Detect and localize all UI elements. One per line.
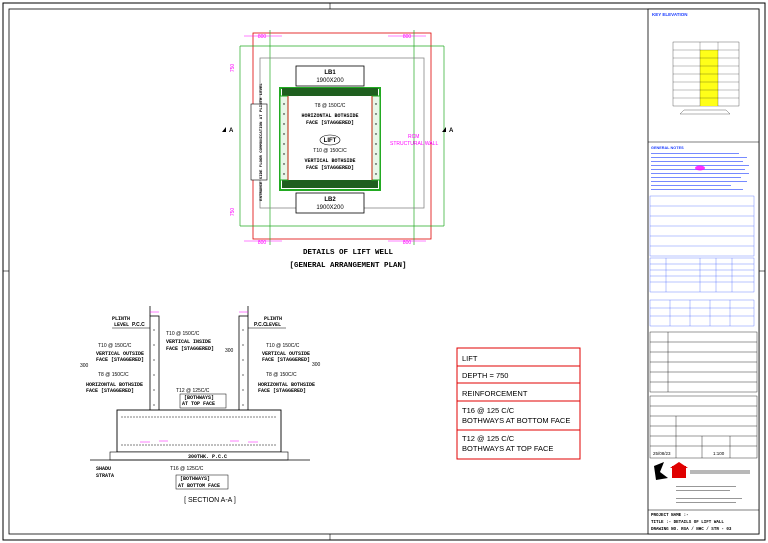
dim-300-left: 300 — [80, 363, 89, 369]
pcc-left: P.C.C — [132, 322, 145, 328]
company-logo — [654, 462, 750, 480]
dim-top-left: 800 — [258, 34, 267, 40]
legend-row-top: T12 @ 125 C/C BOTHWAYS AT TOP FACE — [462, 434, 553, 453]
steel-table — [649, 195, 755, 257]
t10-inside: T10 @ 150C/C — [166, 331, 200, 337]
revision-table — [649, 331, 758, 393]
dim-bottom-left: 800 — [258, 240, 267, 246]
drawing-number-line: DRAWING NO. RSA / NHC / STR - 03 — [651, 527, 732, 532]
bw-bottom-1: [BOTHWAYS] — [180, 476, 210, 482]
pcc-right: P.C.C — [254, 322, 267, 328]
legend-row-lift: LIFT — [462, 354, 478, 363]
vi-2: FACE [STAGGERED] — [166, 346, 214, 352]
legend-row-depth: DEPTH = 750 — [462, 371, 508, 380]
section-raft — [116, 409, 282, 453]
hb-left-1: HORIZONTAL BOTHSIDE — [86, 382, 143, 388]
section-view: PLINTH LEVEL PLINTH LEVEL P.C.C P.C.C T1… — [80, 306, 321, 504]
lb1-size: 1900X200 — [316, 78, 344, 84]
dim-side-top: 750 — [230, 64, 236, 73]
dim-top-right: 800 — [403, 34, 412, 40]
bw-top-2: AT TOP FACE — [182, 401, 215, 407]
title-line: TITLE :- DETAILS OF LIFT WALL — [651, 521, 724, 525]
plan-grid-lines — [239, 30, 445, 245]
legend-row-top-line2: BOTHWAYS AT TOP FACE — [462, 444, 553, 453]
plan-note-vertical-2: FACE [STAGGERED] — [306, 165, 354, 171]
wall-note-2: STRUCTURAL WALL — [390, 141, 438, 147]
vo-left-1: VERTICAL OUTSIDE — [96, 351, 144, 357]
bw-top-1: [BOTHWAYS] — [184, 395, 214, 401]
plan-title-line2: [GENERAL ARRANGEMENT PLAN] — [289, 262, 406, 270]
lb2-name: LB2 — [324, 197, 336, 203]
address-lines — [676, 486, 742, 503]
legend-table: LIFT DEPTH = 750 REINFORCEMENT T16 @ 125… — [456, 347, 581, 460]
strata-2: STRATA — [96, 473, 114, 479]
section-mark-left: A — [229, 128, 234, 134]
plan-title-line1: DETAILS OF LIFT WELL — [303, 249, 394, 257]
date-value: 25/08/23 — [653, 451, 671, 456]
plan-right-wall — [371, 95, 381, 181]
dim-side-bottom: 750 — [230, 208, 236, 217]
hb-right-1: HORIZONTAL BOTHSIDE — [258, 382, 315, 388]
t10-right: T10 @ 150C/C — [266, 343, 300, 349]
t8-left: T8 @ 150C/C — [98, 372, 129, 378]
lb1-name: LB1 — [324, 70, 336, 76]
strata-1: SHADU — [96, 466, 111, 472]
vo-left-2: FACE [STAGGERED] — [96, 357, 144, 363]
bw-bottom-2: AT BOTTOM FACE — [178, 483, 220, 489]
hb-left-2: FACE [STAGGERED] — [86, 388, 134, 394]
t10-left: T10 @ 150C/C — [98, 343, 132, 349]
plan-left-wall — [279, 95, 289, 181]
plinth-right-2: LEVEL — [266, 322, 281, 328]
border-ticks — [3, 3, 765, 540]
cover-table — [649, 299, 755, 327]
plan-note-horizontal-2: FACE [STAGGERED] — [306, 120, 354, 126]
t12-top: T12 @ 125C/C — [176, 388, 210, 394]
plan-lift-label: LIFT — [324, 138, 337, 144]
info-rows — [649, 395, 758, 459]
general-notes-heading: GENERAL NOTES — [651, 146, 684, 150]
plan-rebar-mid: T10 @ 150C/C — [313, 148, 347, 154]
plinth-left-2: LEVEL — [114, 322, 129, 328]
legend-row-top-line1: T12 @ 125 C/C — [462, 434, 515, 443]
plan-rebar-dots — [283, 103, 377, 175]
plinth-right-1: PLINTH — [264, 316, 282, 322]
plan-note-horizontal-1: HORIZONTAL BOTHSIDE — [301, 113, 358, 119]
legend-row-bottom-line2: BOTHWAYS AT BOTTOM FACE — [462, 416, 570, 425]
section-mark-right: A — [449, 128, 454, 134]
scale-value: 1:100 — [713, 451, 725, 456]
legend-row-bottom: T16 @ 125 C/C BOTHWAYS AT BOTTOM FACE — [462, 406, 570, 425]
legend-row-reinforcement: REINFORCEMENT — [462, 389, 528, 398]
project-name-line: PROJECT NAME :- — [651, 514, 689, 518]
entrance-note-box — [250, 103, 268, 181]
plan-note-vertical-1: VERTICAL BOTHSIDE — [304, 158, 355, 164]
dim-bottom-right: 800 — [403, 240, 412, 246]
wall-note-1: RCM — [408, 134, 419, 140]
title-block: KEY ELEVATION GENERAL NOTES — [647, 8, 760, 535]
hb-right-2: FACE [STAGGERED] — [258, 388, 306, 394]
dim-300-center: 300 — [225, 348, 234, 354]
lap-table — [649, 257, 755, 293]
plan-view: LB1 1900X200 LB2 1900X200 800 800 800 80… — [222, 30, 454, 270]
lift-label-ring — [319, 134, 341, 146]
key-elevation-heading: KEY ELEVATION — [652, 12, 688, 17]
plan-top-wall-band — [282, 88, 378, 96]
vo-right-2: FACE [STAGGERED] — [262, 357, 310, 363]
legend-row-bottom-line1: T16 @ 125 C/C — [462, 406, 515, 415]
plan-rebar-top: T8 @ 150C/C — [315, 103, 346, 109]
lb2-size: 1900X200 — [316, 205, 344, 211]
plinth-left-1: PLINTH — [112, 316, 130, 322]
lb2-box — [295, 192, 365, 214]
vi-1: VERTICAL INSIDE — [166, 339, 211, 345]
plan-bottom-wall-band — [282, 180, 378, 188]
vo-right-1: VERTICAL OUTSIDE — [262, 351, 310, 357]
entrance-note: ENTRANCE SIDE FLOOR COMMUNICATION AT PLI… — [260, 83, 264, 201]
section-caption: [ SECTION A-A ] — [184, 497, 236, 504]
dim-300-right: 300 — [312, 362, 321, 368]
t16-bottom: T16 @ 125C/C — [170, 466, 204, 472]
key-elevation-table — [672, 41, 740, 115]
lb1-box — [295, 65, 365, 87]
t8-right: T8 @ 150C/C — [266, 372, 297, 378]
raft-label: 300THK. P.C.C — [188, 454, 227, 460]
